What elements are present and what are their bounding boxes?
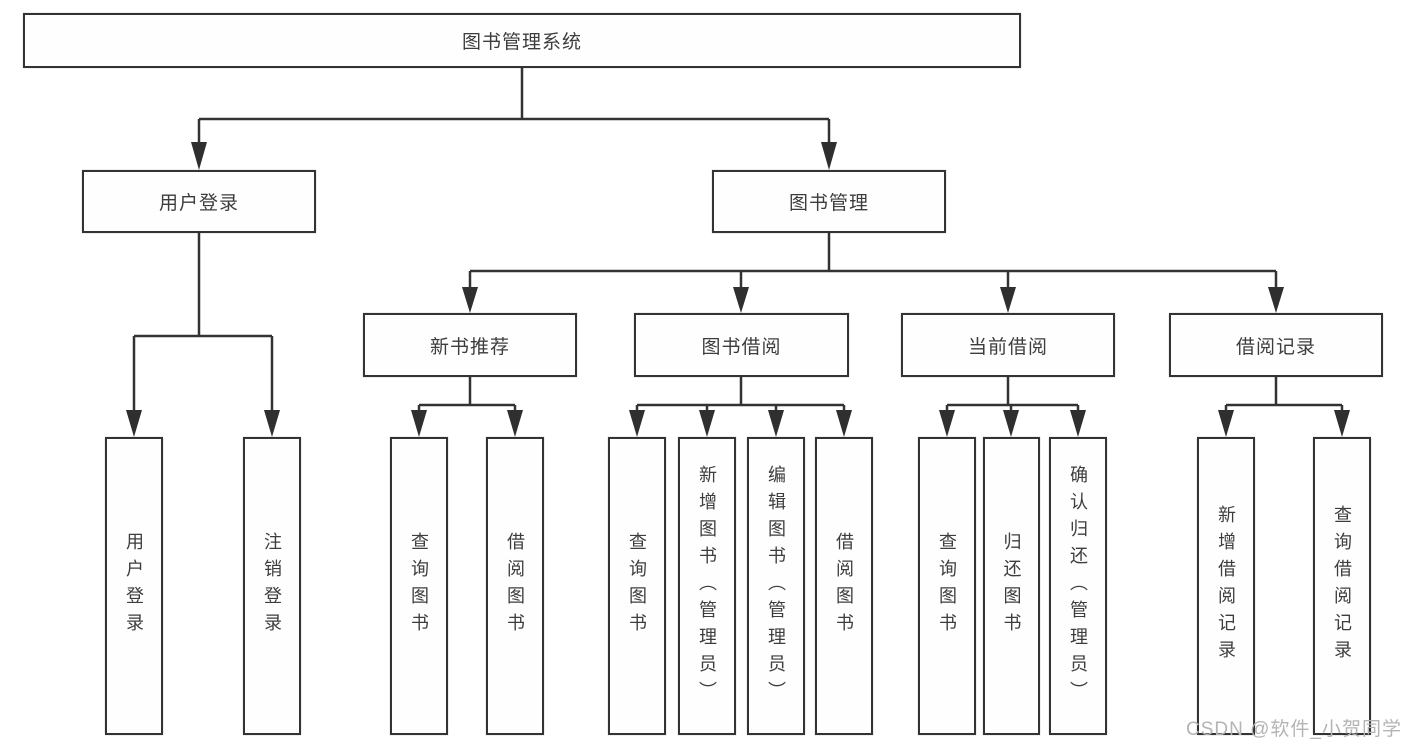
connector-book-borrow <box>635 377 846 412</box>
leaf-user-login-label: 用户登录 <box>124 532 144 640</box>
node-book-management: 图书管理 <box>712 170 946 233</box>
leaf-current-confirm-return-admin: 确认归还（管理员） <box>1049 437 1107 735</box>
arrowheads <box>126 142 1350 437</box>
watermark: CSDN @软件_小贺同学 <box>1186 719 1402 740</box>
leaf-current-confirm-return-admin-label: 确认归还（管理员） <box>1068 464 1088 708</box>
leaf-borrow-query-books-label: 查询图书 <box>627 532 647 640</box>
node-new-book-recommend: 新书推荐 <box>363 313 577 377</box>
connector-book-management <box>468 233 1278 289</box>
leaf-current-return-books: 归还图书 <box>983 437 1040 735</box>
leaf-current-query-books: 查询图书 <box>918 437 976 735</box>
node-user-login: 用户登录 <box>82 170 316 233</box>
leaf-borrow-add-books-admin-label: 新增图书（管理员） <box>697 464 717 708</box>
connector-new-book <box>417 377 517 412</box>
leaf-newbook-borrow-books: 借阅图书 <box>486 437 544 735</box>
leaf-logout-label: 注销登录 <box>262 532 282 640</box>
connector-user-login <box>132 233 274 412</box>
leaf-borrow-edit-books-admin: 编辑图书（管理员） <box>747 437 805 735</box>
leaf-borrow-borrow-books-label: 借阅图书 <box>834 532 854 640</box>
node-borrow-records: 借阅记录 <box>1169 313 1383 377</box>
leaf-borrow-edit-books-admin-label: 编辑图书（管理员） <box>766 464 786 708</box>
leaf-logout: 注销登录 <box>243 437 301 735</box>
connector-borrow-records <box>1224 377 1344 412</box>
leaf-borrow-add-books-admin: 新增图书（管理员） <box>678 437 736 735</box>
leaf-records-query-record: 查询借阅记录 <box>1313 437 1371 735</box>
leaf-records-add-record: 新增借阅记录 <box>1197 437 1255 735</box>
leaf-records-add-record-label: 新增借阅记录 <box>1216 505 1236 667</box>
leaf-newbook-borrow-books-label: 借阅图书 <box>505 532 525 640</box>
leaf-borrow-query-books: 查询图书 <box>608 437 666 735</box>
leaf-current-return-books-label: 归还图书 <box>1001 532 1022 640</box>
leaf-newbook-query-books: 查询图书 <box>390 437 448 735</box>
leaf-user-login: 用户登录 <box>105 437 163 735</box>
node-root: 图书管理系统 <box>23 13 1021 68</box>
connector-current-borrow <box>945 377 1080 412</box>
connector-root <box>197 67 831 144</box>
node-book-borrow: 图书借阅 <box>634 313 849 377</box>
leaf-borrow-borrow-books: 借阅图书 <box>815 437 873 735</box>
leaf-newbook-query-books-label: 查询图书 <box>409 532 429 640</box>
leaf-records-query-record-label: 查询借阅记录 <box>1332 505 1352 667</box>
leaf-current-query-books-label: 查询图书 <box>937 532 957 640</box>
node-current-borrow: 当前借阅 <box>901 313 1115 377</box>
